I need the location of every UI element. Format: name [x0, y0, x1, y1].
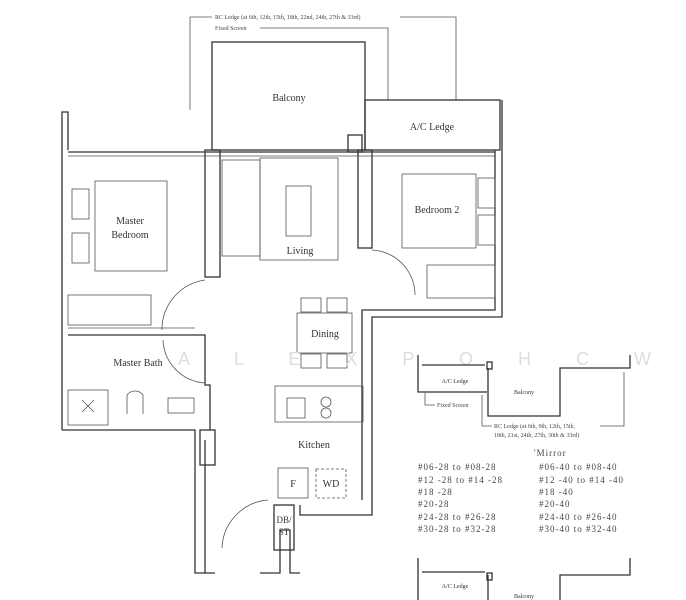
svg-text:#06-40 to #08-40: #06-40 to #08-40 — [539, 462, 618, 472]
sofa — [221, 159, 261, 257]
svg-text:RC Ledge (at 6th, 9th, 12th, 1: RC Ledge (at 6th, 9th, 12th, 15th, — [494, 423, 575, 430]
svg-text:#30-28 to #32-28: #30-28 to #32-28 — [418, 524, 497, 534]
svg-text:Kitchen: Kitchen — [298, 440, 330, 451]
svg-text:Balcony: Balcony — [272, 93, 305, 104]
dining: Dining — [296, 297, 353, 369]
door-swing — [371, 249, 416, 296]
bedside-table — [477, 214, 496, 246]
svg-text:18th, 21st, 24th, 27th, 30th &: 18th, 21st, 24th, 27th, 30th & 33rd) — [494, 432, 579, 439]
kitchen: Kitchen F WD DB/ ST — [221, 385, 364, 551]
shaft — [199, 429, 216, 466]
svg-text:A/C Ledge: A/C Ledge — [410, 122, 455, 133]
svg-text:Bedroom 2: Bedroom 2 — [415, 205, 460, 216]
watermark: A L E X P O H C W — [178, 349, 671, 369]
svg-text:Living: Living — [287, 246, 314, 257]
svg-text:RC Ledge (at 6th, 12th, 15th,: RC Ledge (at 6th, 12th, 15th, 18th, 22nd… — [215, 14, 361, 21]
entrance-door-swing — [221, 499, 269, 549]
svg-text:#20-28: #20-28 — [418, 499, 450, 509]
bedside-table — [71, 232, 90, 264]
wardrobe — [426, 264, 496, 299]
bedroom-2: Bedroom 2 — [371, 173, 496, 299]
master-bath: Master Bath — [67, 334, 211, 430]
bed — [401, 173, 477, 249]
svg-text:A/C Ledge: A/C Ledge — [442, 379, 469, 385]
svg-text:#20-40: #20-40 — [539, 499, 571, 509]
column — [357, 149, 373, 249]
master-bedroom: Master Bedroom — [67, 180, 206, 331]
inset-plan-mirror: A/C Ledge Balcony Fixed Screen RC Ledge … — [417, 355, 631, 458]
living: Living — [221, 157, 339, 261]
svg-text:#18 -28: #18 -28 — [418, 487, 453, 497]
dining-table — [296, 312, 353, 354]
counter — [274, 385, 364, 423]
svg-text:#30-40 to #32-40: #30-40 to #32-40 — [539, 524, 618, 534]
door-swing — [161, 279, 206, 331]
svg-text:Balcony: Balcony — [514, 390, 534, 396]
db-st — [273, 504, 295, 551]
bedside-table — [477, 177, 496, 209]
svg-text:Dining: Dining — [311, 329, 339, 340]
svg-text:Master: Master — [116, 216, 144, 227]
svg-text:#24-40 to #26-40: #24-40 to #26-40 — [539, 512, 618, 522]
svg-text:Fixed Screen: Fixed Screen — [437, 403, 469, 409]
service-shaft — [347, 134, 363, 153]
svg-text:#12 -28 to #14 -28: #12 -28 to #14 -28 — [418, 475, 503, 485]
fixed-screen-annotation: Fixed Screen — [215, 26, 389, 100]
inset-plan-2: A/C Ledge Balcony — [417, 558, 631, 600]
bed — [94, 180, 168, 272]
svg-text:ST: ST — [279, 527, 290, 537]
svg-text:F: F — [290, 479, 296, 490]
svg-text:WD: WD — [323, 479, 340, 490]
svg-text:Master Bath: Master Bath — [113, 358, 162, 369]
hob — [320, 407, 332, 419]
rug — [259, 157, 339, 261]
door-swing — [162, 339, 206, 384]
svg-text:DB/: DB/ — [276, 515, 292, 525]
column — [204, 149, 221, 278]
svg-text:#24-28 to #26-28: #24-28 to #26-28 — [418, 512, 497, 522]
svg-text:Bedroom: Bedroom — [111, 230, 148, 241]
toilet — [126, 390, 144, 414]
svg-text:#06-28 to #08-28: #06-28 to #08-28 — [418, 462, 497, 472]
svg-text:#12 -40 to #14 -40: #12 -40 to #14 -40 — [539, 475, 624, 485]
svg-text:Balcony: Balcony — [514, 594, 534, 600]
wardrobe — [67, 294, 152, 326]
coffee-table — [285, 185, 312, 237]
hob — [320, 396, 332, 408]
shower — [67, 389, 109, 426]
unit-list-right: #06-40 to #08-40 #12 -40 to #14 -40 #18 … — [539, 462, 624, 534]
outer-walls — [61, 41, 503, 574]
basin — [167, 397, 195, 414]
unit-list-left: #06-28 to #08-28 #12 -28 to #14 -28 #18 … — [418, 462, 503, 534]
svg-text:'Mirror: 'Mirror — [534, 448, 567, 458]
bedside-table — [71, 188, 90, 220]
fridge — [277, 467, 309, 499]
svg-text:A/C Ledge: A/C Ledge — [442, 584, 469, 590]
sink — [286, 397, 306, 419]
svg-text:Fixed Screen: Fixed Screen — [215, 26, 247, 32]
rc-ledge-annotation: RC Ledge (at 6th, 12th, 15th, 18th, 22nd… — [189, 14, 457, 110]
washer-dryer — [315, 468, 347, 499]
svg-text:#18 -40: #18 -40 — [539, 487, 574, 497]
